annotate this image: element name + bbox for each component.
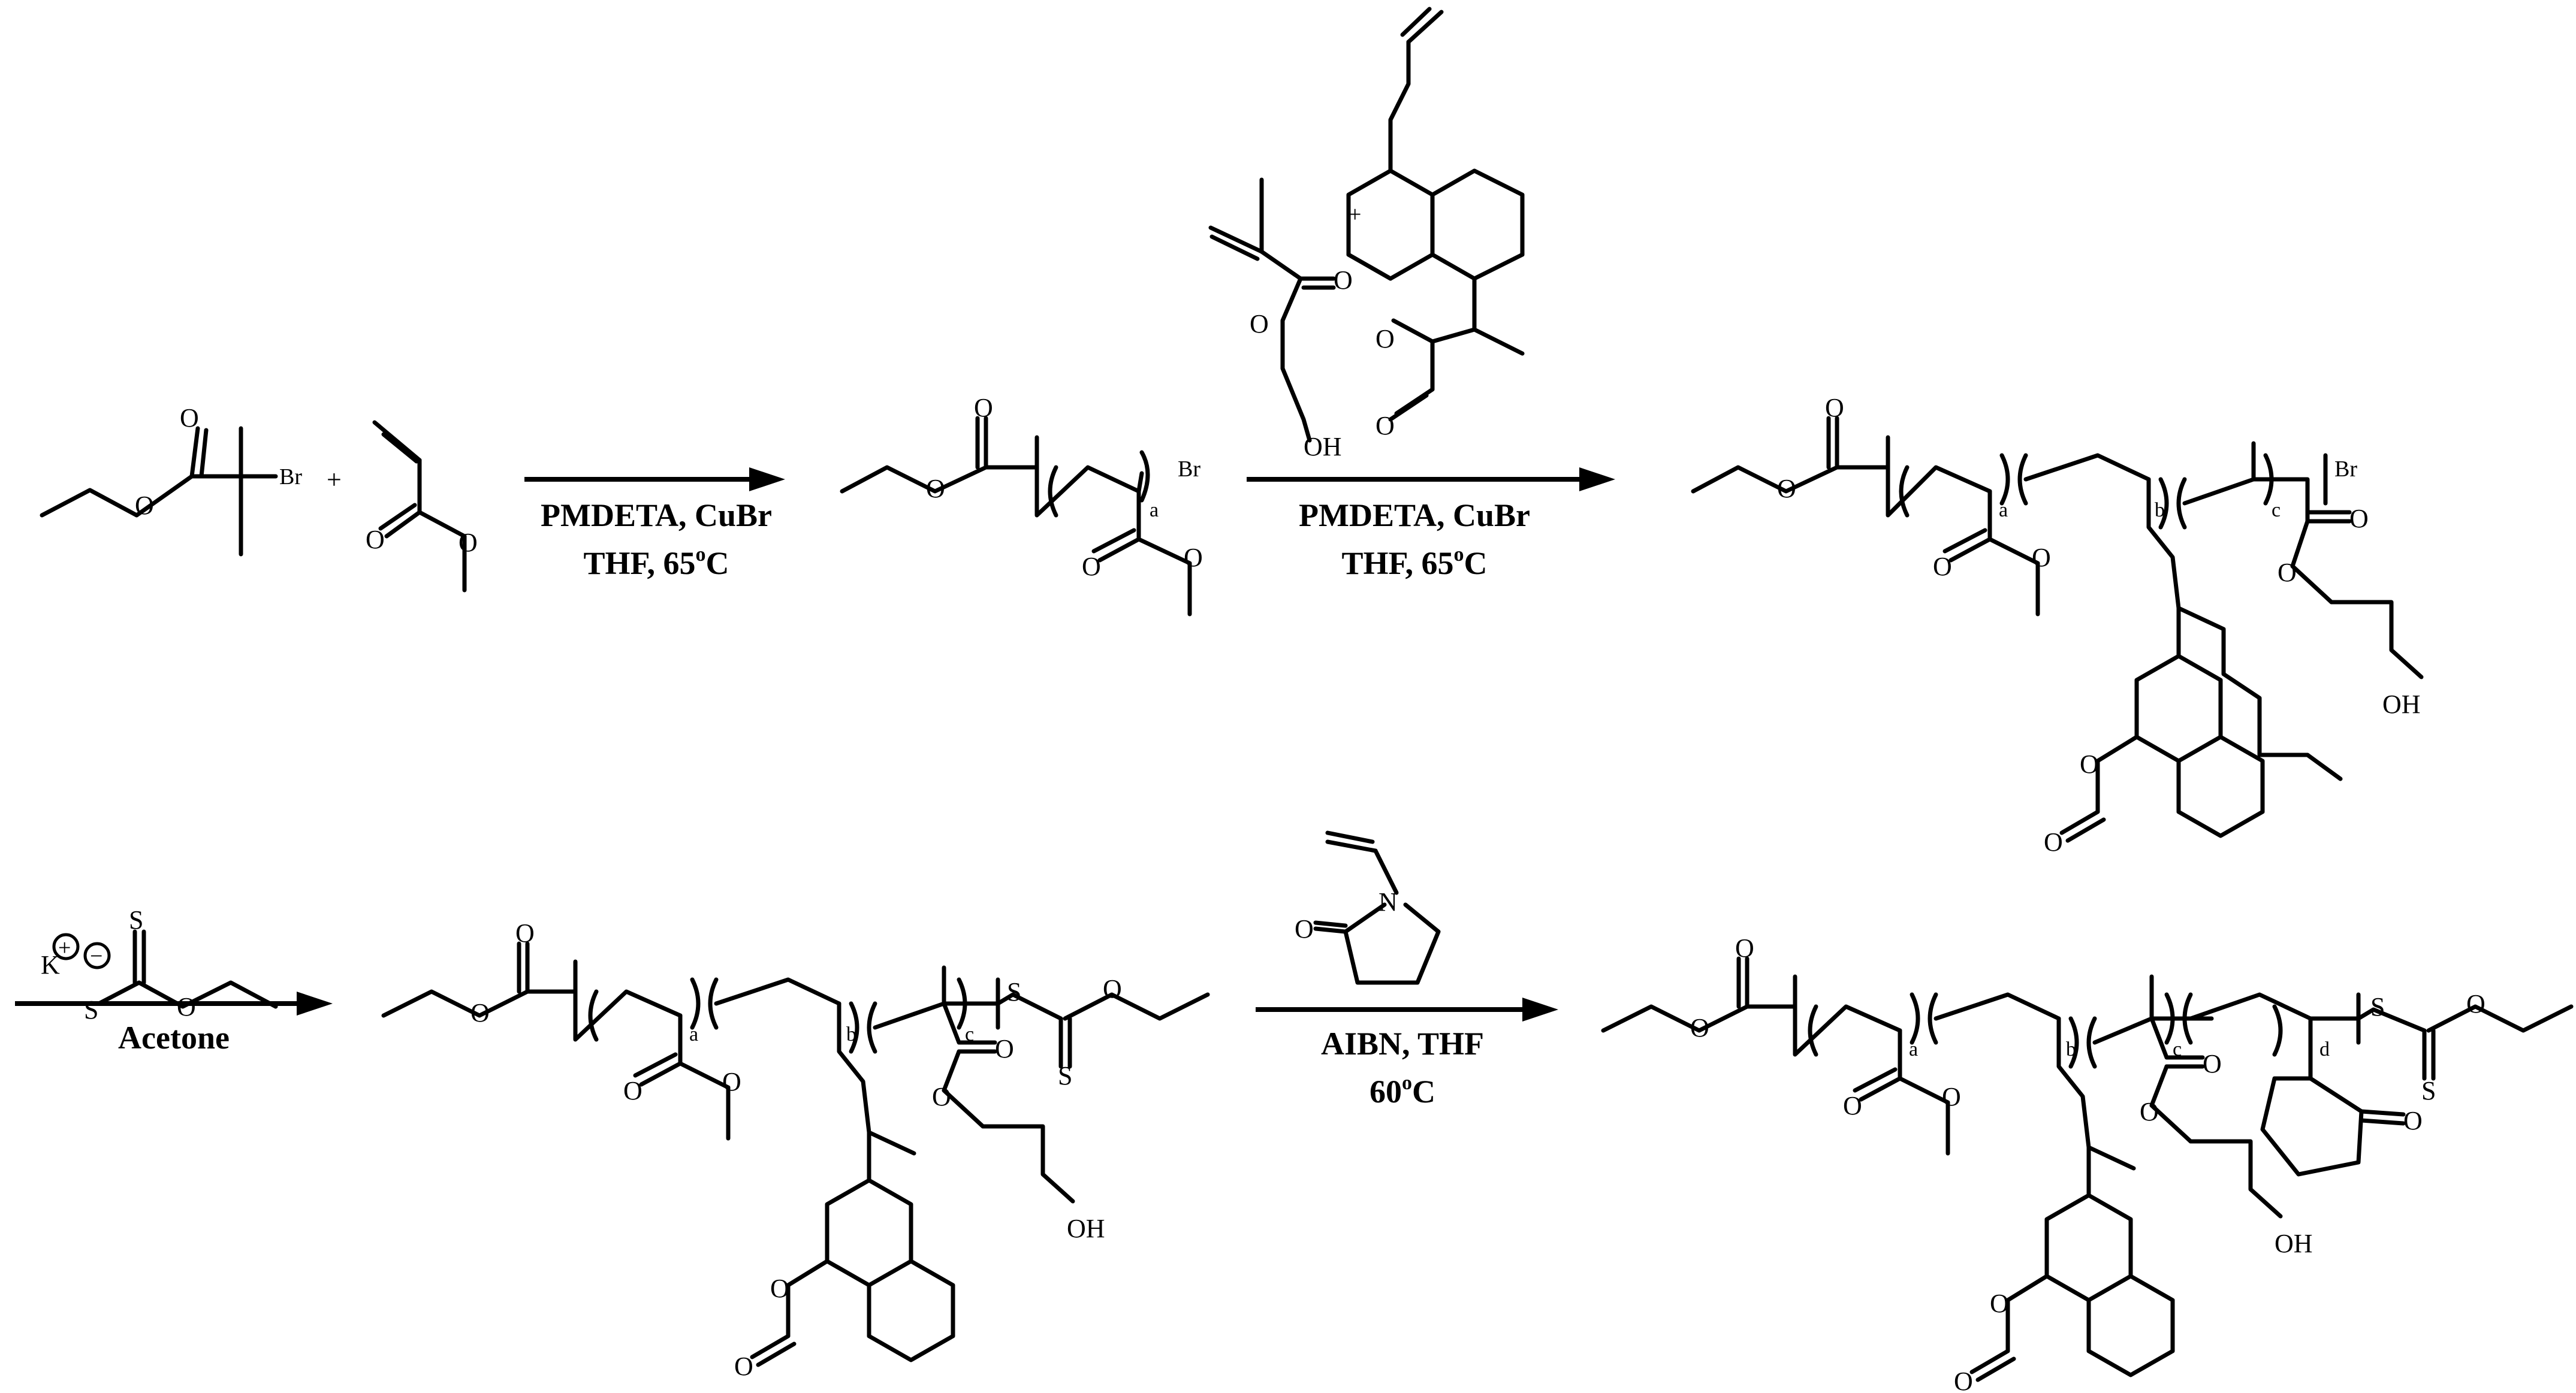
atom-s-thioether: S: [1007, 977, 1021, 1007]
condition-line-2: 60oC: [1370, 1072, 1435, 1110]
condition-line-2: THF, 65oC: [583, 543, 729, 581]
atom-o-ester: O: [470, 998, 490, 1028]
atom-s-thione: S: [129, 905, 143, 935]
atom-o-carbonyl-3: O: [995, 1034, 1014, 1063]
reagent-butenyl-coumarin: O O: [1346, 7, 1525, 440]
atom-o-ester: O: [1250, 309, 1269, 339]
atom-oh: OH: [1304, 432, 1342, 461]
atom-o-carbonyl: O: [1825, 393, 1844, 422]
condition-line-1: AIBN, THF: [1321, 1026, 1484, 1062]
product-terpolymer-xanthate: O O a b c S S O O O O O OH O O: [381, 918, 1210, 1381]
subscript-d: d: [2319, 1038, 2330, 1060]
subscript-a: a: [1999, 499, 2008, 521]
atom-o-ester-3: O: [2278, 558, 2297, 587]
atom-o-ring: O: [2080, 750, 2099, 779]
atom-o-pyrrolidone: O: [2403, 1106, 2423, 1135]
atom-o-carbonyl: O: [515, 918, 535, 948]
product-final-copolymer: O O a b c d S S O O O O O O OH O O: [1601, 933, 2574, 1393]
atom-o-carbonyl-3: O: [2203, 1049, 2222, 1078]
atom-o-xanthate: O: [2466, 989, 2485, 1019]
atom-o-ring: O: [770, 1274, 789, 1303]
atom-o-carbonyl-2: O: [1082, 552, 1101, 581]
atom-o-ester-2: O: [1184, 543, 1203, 572]
plus-sign-2: +: [1349, 202, 1361, 227]
condition-line-1: Acetone: [118, 1020, 230, 1056]
atom-o-ester-2: O: [2032, 543, 2051, 572]
subscript-c: c: [2272, 499, 2281, 521]
initiator-ethyl-bromoisobutyrate: O O Br: [40, 403, 302, 557]
atom-oh: OH: [2382, 690, 2421, 719]
subscript-b: b: [2066, 1038, 2076, 1060]
reagent-n-vinylpyrrolidone: N O: [1295, 830, 1441, 985]
atom-o-ester-2: O: [1942, 1082, 1961, 1111]
atom-o-carbonyl-2: O: [1933, 552, 1952, 581]
atom-o-ester-3: O: [2140, 1097, 2159, 1126]
reagent-potassium-ethyl-xanthate: S K + S − O: [41, 905, 278, 1025]
atom-oh: OH: [2275, 1229, 2313, 1258]
atom-o-ester: O: [1777, 474, 1796, 503]
monomer-methyl-acrylate: O O: [366, 420, 478, 593]
condition-line-1: PMDETA, CuBr: [541, 497, 772, 533]
condition-line-1: PMDETA, CuBr: [1299, 497, 1530, 533]
atom-s-thioether: S: [2370, 992, 2385, 1022]
atom-o-carbonyl: O: [974, 393, 993, 422]
atom-br: Br: [2334, 457, 2357, 482]
atom-o-carbonyl-3: O: [2349, 504, 2369, 533]
atom-oh: OH: [1067, 1214, 1105, 1243]
reaction-arrow-4: AIBN, THF 60oC: [1256, 998, 1558, 1110]
atom-o-ester: O: [1690, 1013, 1709, 1043]
atom-o-carbonyl: O: [1376, 411, 1395, 440]
atom-n: N: [1379, 887, 1398, 917]
atom-o-ester: O: [177, 992, 196, 1022]
atom-o-lactone: O: [734, 1352, 753, 1381]
charge-plus: +: [58, 935, 71, 960]
atom-o-xanthate: O: [1103, 974, 1122, 1004]
subscript-c: c: [965, 1023, 974, 1045]
atom-o-carbonyl: O: [366, 525, 385, 554]
atom-o-ester-3: O: [932, 1082, 951, 1111]
reaction-arrow-2: PMDETA, CuBr THF, 65oC: [1247, 467, 1615, 581]
product-terpolymer-br: O O a b c Br O O O O OH O O: [1691, 393, 2424, 857]
atom-o-carbonyl: O: [1735, 933, 1754, 963]
atom-o-lactone: O: [2044, 827, 2063, 857]
reagent-hydroxyethyl-methacrylate: O O OH: [1208, 177, 1353, 461]
subscript-b: b: [846, 1023, 856, 1045]
atom-br: Br: [1178, 457, 1200, 482]
atom-o-lactone: O: [1954, 1367, 1973, 1393]
atom-s-thione: S: [2421, 1076, 2436, 1105]
condition-line-2: THF, 65oC: [1341, 543, 1487, 581]
atom-o-carbonyl: O: [180, 403, 199, 433]
atom-o-carbonyl-2: O: [623, 1076, 643, 1105]
subscript-a: a: [1909, 1038, 1918, 1060]
product-pma-br: O O a Br O O: [840, 393, 1203, 617]
atom-o-carbonyl-2: O: [1843, 1091, 1862, 1120]
atom-o-ester: O: [459, 528, 478, 557]
charge-minus: −: [90, 944, 102, 969]
atom-o-ester-2: O: [722, 1067, 741, 1096]
subscript-c: c: [2173, 1038, 2182, 1060]
reaction-arrow-1: PMDETA, CuBr THF, 65oC: [524, 467, 785, 581]
atom-o-ring: O: [1990, 1289, 2009, 1318]
atom-br: Br: [279, 464, 302, 489]
subscript-a: a: [1150, 499, 1159, 521]
reaction-arrow-3: Acetone: [15, 992, 333, 1056]
subscript-b: b: [2155, 499, 2165, 521]
atom-o-ester: O: [135, 491, 154, 520]
atom-o-ring: O: [1376, 324, 1395, 353]
atom-o-carbonyl: O: [1295, 914, 1314, 944]
subscript-a: a: [689, 1023, 698, 1045]
atom-o-carbonyl: O: [1334, 265, 1353, 295]
atom-s-thione: S: [1058, 1061, 1072, 1090]
atom-s-thiolate: S: [84, 995, 98, 1025]
atom-o-ester: O: [926, 474, 945, 503]
plus-sign-1: +: [327, 465, 342, 494]
